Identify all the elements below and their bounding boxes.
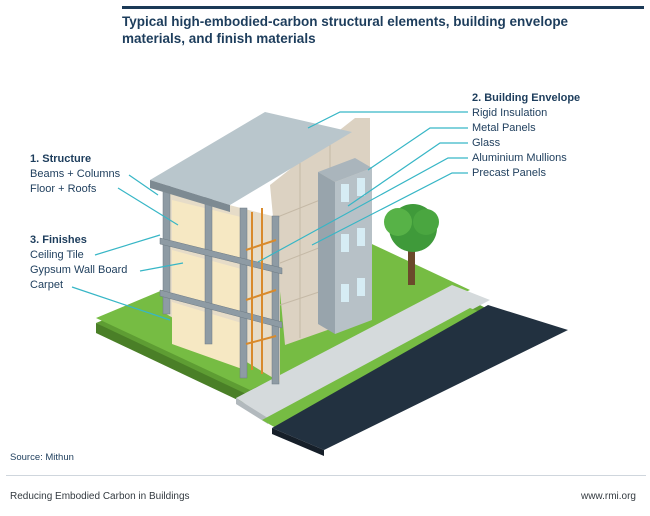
footer-divider (6, 475, 646, 476)
tree (384, 204, 439, 285)
finishes-item-ceiling-tile: Ceiling Tile (30, 249, 84, 261)
envelope-item-aluminium-mullions: Aluminium Mullions (472, 152, 567, 164)
structure-heading: 1. Structure (30, 153, 92, 165)
roof (150, 112, 352, 212)
envelope-item-precast-panels: Precast Panels (472, 167, 546, 179)
metal-panel-tower (318, 158, 372, 334)
structure-item-beams-columns: Beams + Columns (30, 168, 121, 180)
source-note: Source: Mithun (10, 452, 74, 463)
structure-item-floor-roofs: Floor + Roofs (30, 183, 97, 195)
aluminium-mullions (245, 208, 277, 374)
envelope-item-glass: Glass (472, 137, 501, 149)
grass-strip (262, 308, 485, 428)
diagram-title: Typical high-embodied-carbon structural … (122, 14, 569, 46)
finishes-heading: 3. Finishes (30, 234, 87, 246)
envelope-item-rigid-insulation: Rigid Insulation (472, 107, 548, 119)
leader-lines (71, 111, 468, 321)
envelope-item-metal-panels: Metal Panels (472, 122, 536, 134)
footer-publication-title: Reducing Embodied Carbon in Buildings (10, 491, 190, 502)
footer-website: www.rmi.org (580, 491, 636, 502)
sidewalk (236, 285, 490, 424)
envelope-heading: 2. Building Envelope (472, 92, 581, 104)
road (272, 305, 568, 456)
finishes-item-carpet: Carpet (30, 279, 64, 291)
title-rule (122, 6, 644, 9)
finishes-item-gypsum-wall-board: Gypsum Wall Board (30, 264, 128, 276)
